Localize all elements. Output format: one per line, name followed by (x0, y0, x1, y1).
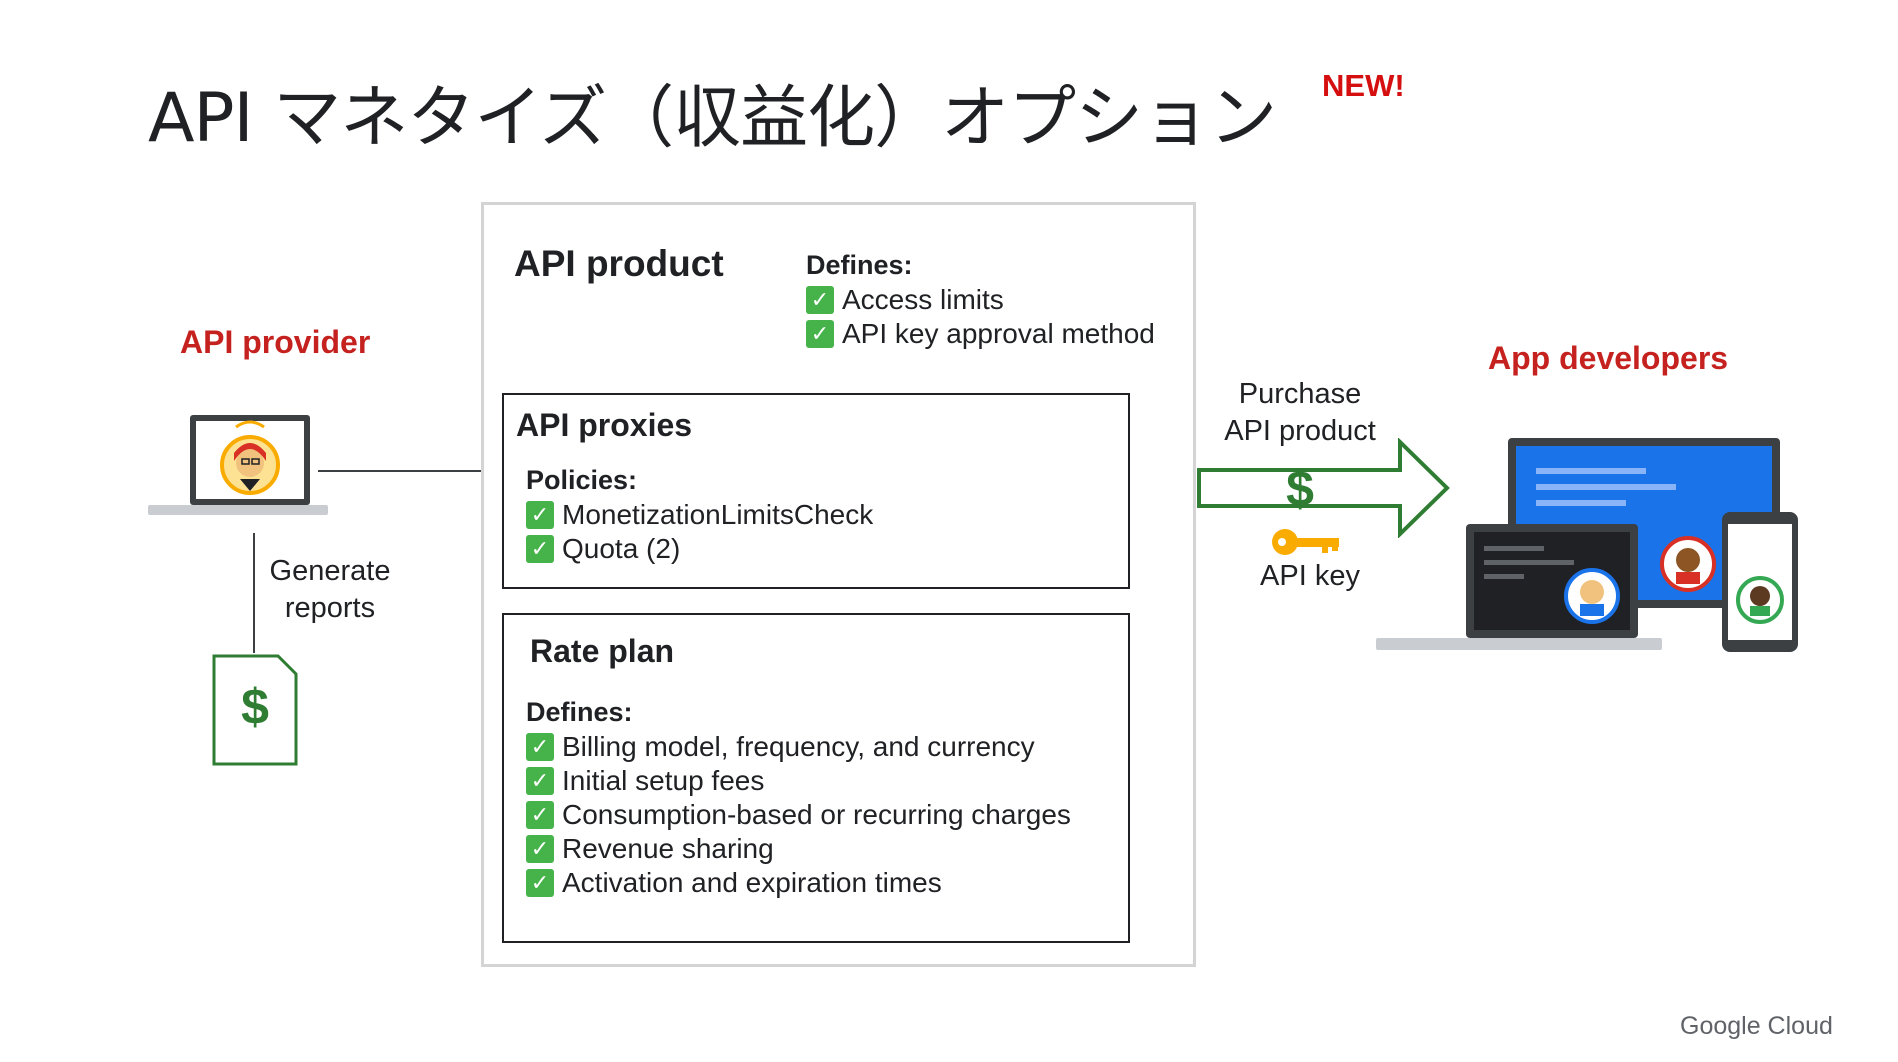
api-proxies-title: API proxies (516, 407, 693, 443)
check-icon: ✓ (526, 501, 554, 529)
rate-plan-defines: Defines: ✓Billing model, frequency, and … (526, 697, 1071, 900)
connector-line-vertical (253, 533, 255, 653)
check-icon: ✓ (526, 835, 554, 863)
report-dollar-symbol: $ (241, 679, 269, 735)
api-key-label: API key (1260, 560, 1360, 592)
api-proxies-box: API proxies Policies: ✓MonetizationLimit… (502, 393, 1130, 589)
check-icon: ✓ (526, 733, 554, 761)
list-item: ✓Access limits (806, 283, 1155, 317)
laptop-avatar-icon (148, 415, 328, 515)
check-icon: ✓ (806, 286, 834, 314)
list-item: ✓Activation and expiration times (526, 866, 1071, 900)
new-badge: NEW! (1322, 68, 1405, 103)
provider-label: API provider (180, 324, 371, 360)
check-icon: ✓ (526, 767, 554, 795)
api-proxies-policies: Policies: ✓MonetizationLimitsCheck ✓Quot… (526, 465, 873, 566)
check-icon: ✓ (526, 869, 554, 897)
google-cloud-logo: Google Cloud (1680, 1012, 1833, 1040)
arrow-dollar-icon (1197, 438, 1450, 538)
rate-plan-box: Rate plan Defines: ✓Billing model, frequ… (502, 613, 1130, 943)
list-item: ✓Quota (2) (526, 532, 873, 566)
list-item: ✓Billing model, frequency, and currency (526, 730, 1071, 764)
purchase-dollar-symbol: $ (1286, 461, 1314, 517)
api-product-title: API product (514, 243, 724, 284)
list-item: ✓Consumption-based or recurring charges (526, 798, 1071, 832)
policies-label: Policies: (526, 465, 638, 495)
rate-plan-title: Rate plan (530, 633, 675, 669)
api-product-defines: Defines: ✓Access limits ✓API key approva… (806, 250, 1155, 351)
generate-reports-label: Generate reports (269, 555, 391, 624)
api-product-box: API product Defines: ✓Access limits ✓API… (481, 202, 1196, 967)
list-item: ✓Initial setup fees (526, 764, 1071, 798)
document-shape (212, 654, 298, 766)
check-icon: ✓ (806, 320, 834, 348)
defines-label: Defines: (526, 697, 633, 727)
check-icon: ✓ (526, 535, 554, 563)
devices-icon (1376, 438, 1798, 652)
key-icon (1272, 529, 1339, 555)
connector-line (318, 470, 483, 472)
purchase-label: Purchase API product (1224, 378, 1376, 447)
list-item: ✓API key approval method (806, 317, 1155, 351)
list-item: ✓Revenue sharing (526, 832, 1071, 866)
check-icon: ✓ (526, 801, 554, 829)
defines-label: Defines: (806, 250, 913, 280)
page-title: API マネタイズ（収益化）オプション (148, 79, 1277, 158)
list-item: ✓MonetizationLimitsCheck (526, 498, 873, 532)
dollar-document-icon: $ (212, 654, 298, 766)
developers-label: App developers (1488, 340, 1729, 376)
